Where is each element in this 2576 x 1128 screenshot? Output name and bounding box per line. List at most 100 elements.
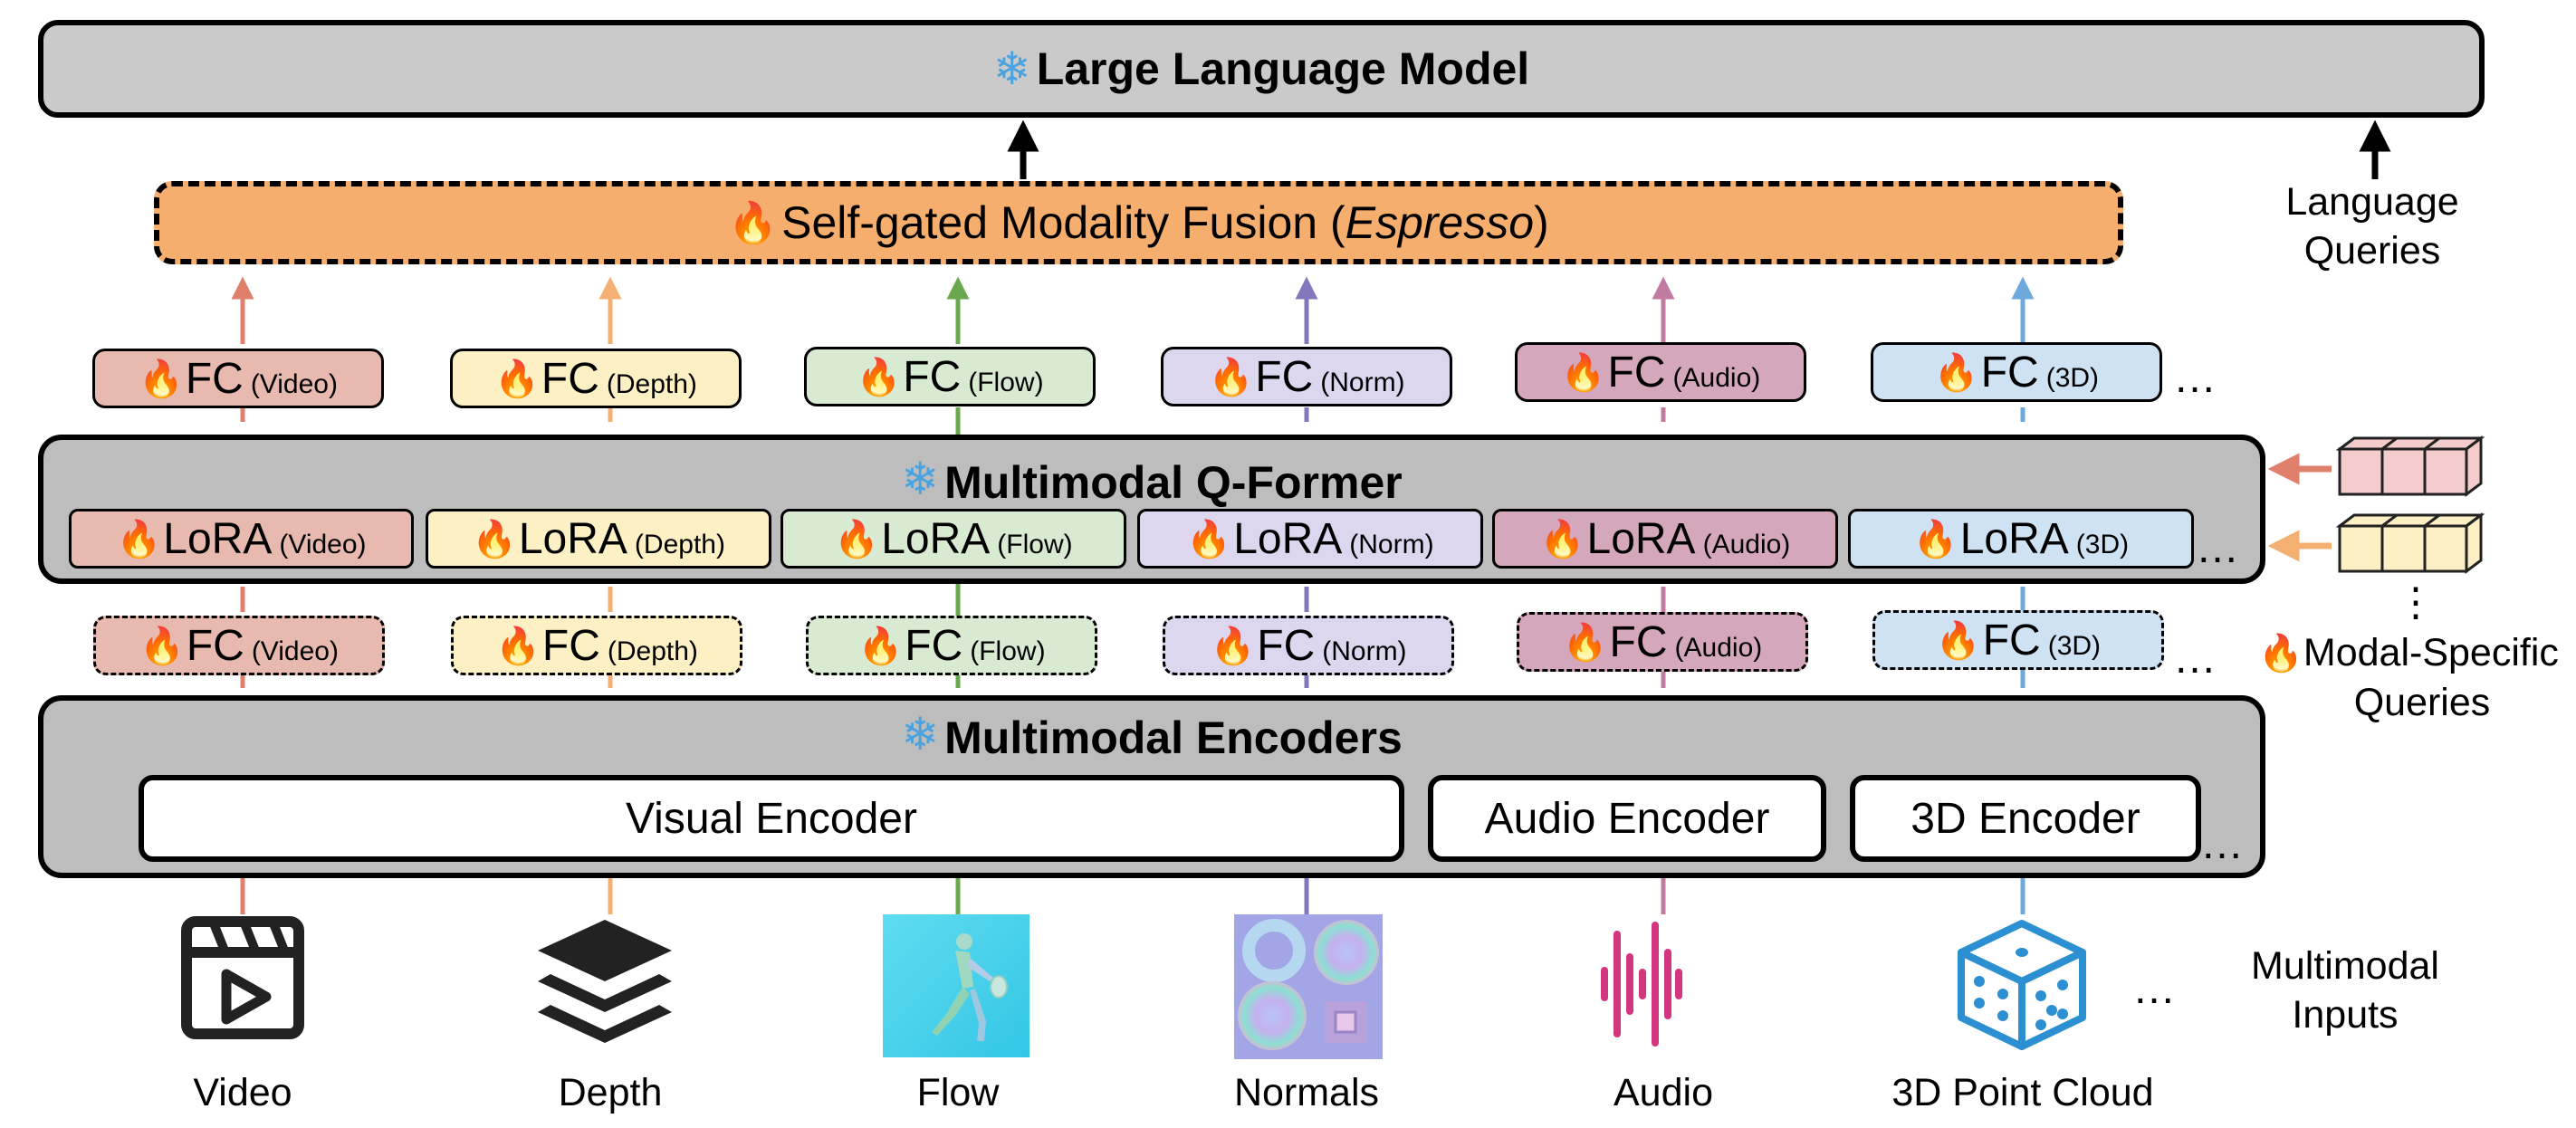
lora-flow-label: LoRA — [881, 514, 991, 563]
fc-bottom-video: 🔥FC(Video) — [93, 616, 385, 675]
input-label-norm: Normals — [1233, 1071, 1380, 1114]
visual-encoder: Visual Encoder — [139, 775, 1404, 862]
fc-bottom-flow-label: FC — [905, 621, 963, 670]
fc-bottom-audio-label: FC — [1609, 617, 1668, 666]
flame-icon: 🔥 — [472, 519, 517, 559]
flame-icon: 🔥 — [728, 201, 779, 245]
ellipsis-fc-bottom: … — [2173, 635, 2218, 683]
fc-top-video-label: FC — [185, 354, 244, 403]
flame-icon: 🔥 — [856, 357, 902, 397]
fc-bottom-norm-label: FC — [1257, 621, 1316, 670]
normals-image-icon — [1234, 914, 1383, 1059]
flame-icon: 🔥 — [834, 519, 880, 559]
lora-3d-label: LoRA — [1959, 514, 2069, 563]
llm-title: Large Language Model — [1036, 43, 1530, 94]
flame-icon: 🔥 — [1560, 352, 1606, 393]
flow-image-icon — [883, 914, 1029, 1057]
flame-icon: 🔥 — [1186, 519, 1232, 559]
flame-icon: 🔥 — [1210, 626, 1256, 666]
audio-encoder: Audio Encoder — [1428, 775, 1826, 862]
flame-icon: 🔥 — [2258, 634, 2303, 674]
flame-icon: 🔥 — [494, 358, 540, 399]
llm-box: ❄ Large Language Model — [38, 20, 2485, 118]
multimodal-inputs-label: Multimodal Inputs — [2251, 944, 2439, 1037]
fc-top-video-sub: (Video) — [250, 369, 338, 399]
snowflake-icon: ❄ — [901, 709, 940, 760]
ellipsis-lora: … — [2196, 524, 2241, 572]
fc-top-video: 🔥FC(Video) — [92, 349, 384, 408]
flame-icon: 🔥 — [1935, 620, 1981, 661]
input-label-video: Video — [193, 1071, 292, 1114]
encoders-title: Multimodal Encoders — [944, 712, 1403, 763]
lora-3d-sub: (3D) — [2075, 530, 2130, 559]
lora-depth-sub: (Depth) — [634, 530, 725, 559]
fusion-box: 🔥 Self-gated Modality Fusion (Espresso) — [154, 181, 2123, 264]
flame-icon: 🔥 — [139, 626, 185, 666]
fc-top-norm-sub: (Norm) — [1320, 368, 1405, 397]
fc-top-audio: 🔥FC(Audio) — [1515, 342, 1806, 402]
ellipsis-inputs: … — [2132, 965, 2178, 1013]
fc-bottom-norm: 🔥FC(Norm) — [1163, 616, 1454, 675]
fc-top-audio-label: FC — [1607, 348, 1666, 397]
flame-icon: 🔥 — [1539, 519, 1585, 559]
flame-icon: 🔥 — [1912, 519, 1958, 559]
snowflake-icon: ❄ — [901, 454, 940, 504]
flame-icon: 🔥 — [495, 626, 541, 666]
flame-icon: 🔥 — [1562, 622, 1608, 663]
lora-norm-sub: (Norm) — [1349, 530, 1434, 559]
dice-icon — [1958, 920, 2086, 1050]
language-queries-label: Language Queries — [2285, 180, 2459, 272]
fc-top-depth-label: FC — [541, 354, 599, 403]
flame-icon: 🔥 — [139, 358, 184, 399]
fc-top-depth-sub: (Depth) — [606, 369, 697, 399]
fc-top-3d: 🔥FC(3D) — [1871, 342, 2162, 402]
fc-top-3d-label: FC — [1980, 348, 2039, 397]
video-icon — [181, 916, 304, 1039]
snowflake-icon: ❄ — [992, 43, 1031, 94]
flame-icon: 🔥 — [116, 519, 162, 559]
fusion-title-prefix: Self-gated Modality Fusion ( — [781, 197, 1345, 248]
fc-bottom-flow-sub: (Flow) — [970, 636, 1046, 666]
flame-icon: 🔥 — [857, 626, 904, 666]
lora-video-sub: (Video) — [279, 530, 367, 559]
modal-specific-queries-label: 🔥Modal-Specific Queries — [2258, 631, 2559, 724]
ellipsis-encoders: … — [2200, 820, 2246, 868]
input-label-audio: Audio — [1614, 1071, 1713, 1114]
fc-bottom-audio: 🔥FC(Audio) — [1517, 612, 1808, 672]
vertical-ellipsis: ⋮ — [2396, 580, 2436, 625]
fc-top-audio-sub: (Audio) — [1672, 363, 1761, 393]
audio-waveform-icon — [1601, 922, 1682, 1047]
fc-bottom-flow: 🔥FC(Flow) — [806, 616, 1097, 675]
layers-icon — [538, 920, 672, 1043]
fc-top-norm: 🔥FC(Norm) — [1161, 347, 1452, 406]
fc-top-flow: 🔥FC(Flow) — [804, 347, 1096, 406]
fusion-title-suffix: ) — [1534, 197, 1549, 248]
lora-audio-sub: (Audio) — [1702, 530, 1791, 559]
lora-3d: 🔥LoRA(3D) — [1848, 509, 2194, 569]
input-label-flow: Flow — [916, 1071, 1000, 1114]
flame-icon: 🔥 — [1933, 352, 1979, 393]
input-label-3d: 3D Point Cloud — [1891, 1071, 2154, 1114]
fc-top-depth: 🔥FC(Depth) — [450, 349, 742, 408]
fc-bottom-3d-label: FC — [1982, 616, 2041, 664]
ellipsis-fc-top: … — [2173, 354, 2218, 402]
fc-bottom-3d: 🔥FC(3D) — [1872, 610, 2164, 670]
lora-flow-sub: (Flow) — [997, 530, 1073, 559]
fc-top-flow-sub: (Flow) — [968, 368, 1044, 397]
fc-bottom-audio-sub: (Audio) — [1674, 633, 1763, 663]
fc-bottom-video-sub: (Video) — [251, 636, 339, 666]
query-tokens-pink-icon — [2336, 435, 2485, 497]
fc-bottom-depth-sub: (Depth) — [607, 636, 698, 666]
lora-norm: 🔥LoRA(Norm) — [1137, 509, 1483, 569]
fc-bottom-depth: 🔥FC(Depth) — [451, 616, 742, 675]
lora-depth: 🔥LoRA(Depth) — [426, 509, 771, 569]
fc-top-flow-label: FC — [903, 352, 962, 401]
lora-audio-label: LoRA — [1586, 514, 1696, 563]
fc-bottom-3d-sub: (3D) — [2047, 631, 2102, 661]
fc-bottom-depth-label: FC — [541, 621, 600, 670]
3d-encoder: 3D Encoder — [1850, 775, 2201, 862]
lora-depth-label: LoRA — [518, 514, 627, 563]
qformer-title: Multimodal Q-Former — [944, 457, 1403, 508]
fc-top-norm-label: FC — [1255, 352, 1314, 401]
input-label-depth: Depth — [558, 1071, 663, 1114]
